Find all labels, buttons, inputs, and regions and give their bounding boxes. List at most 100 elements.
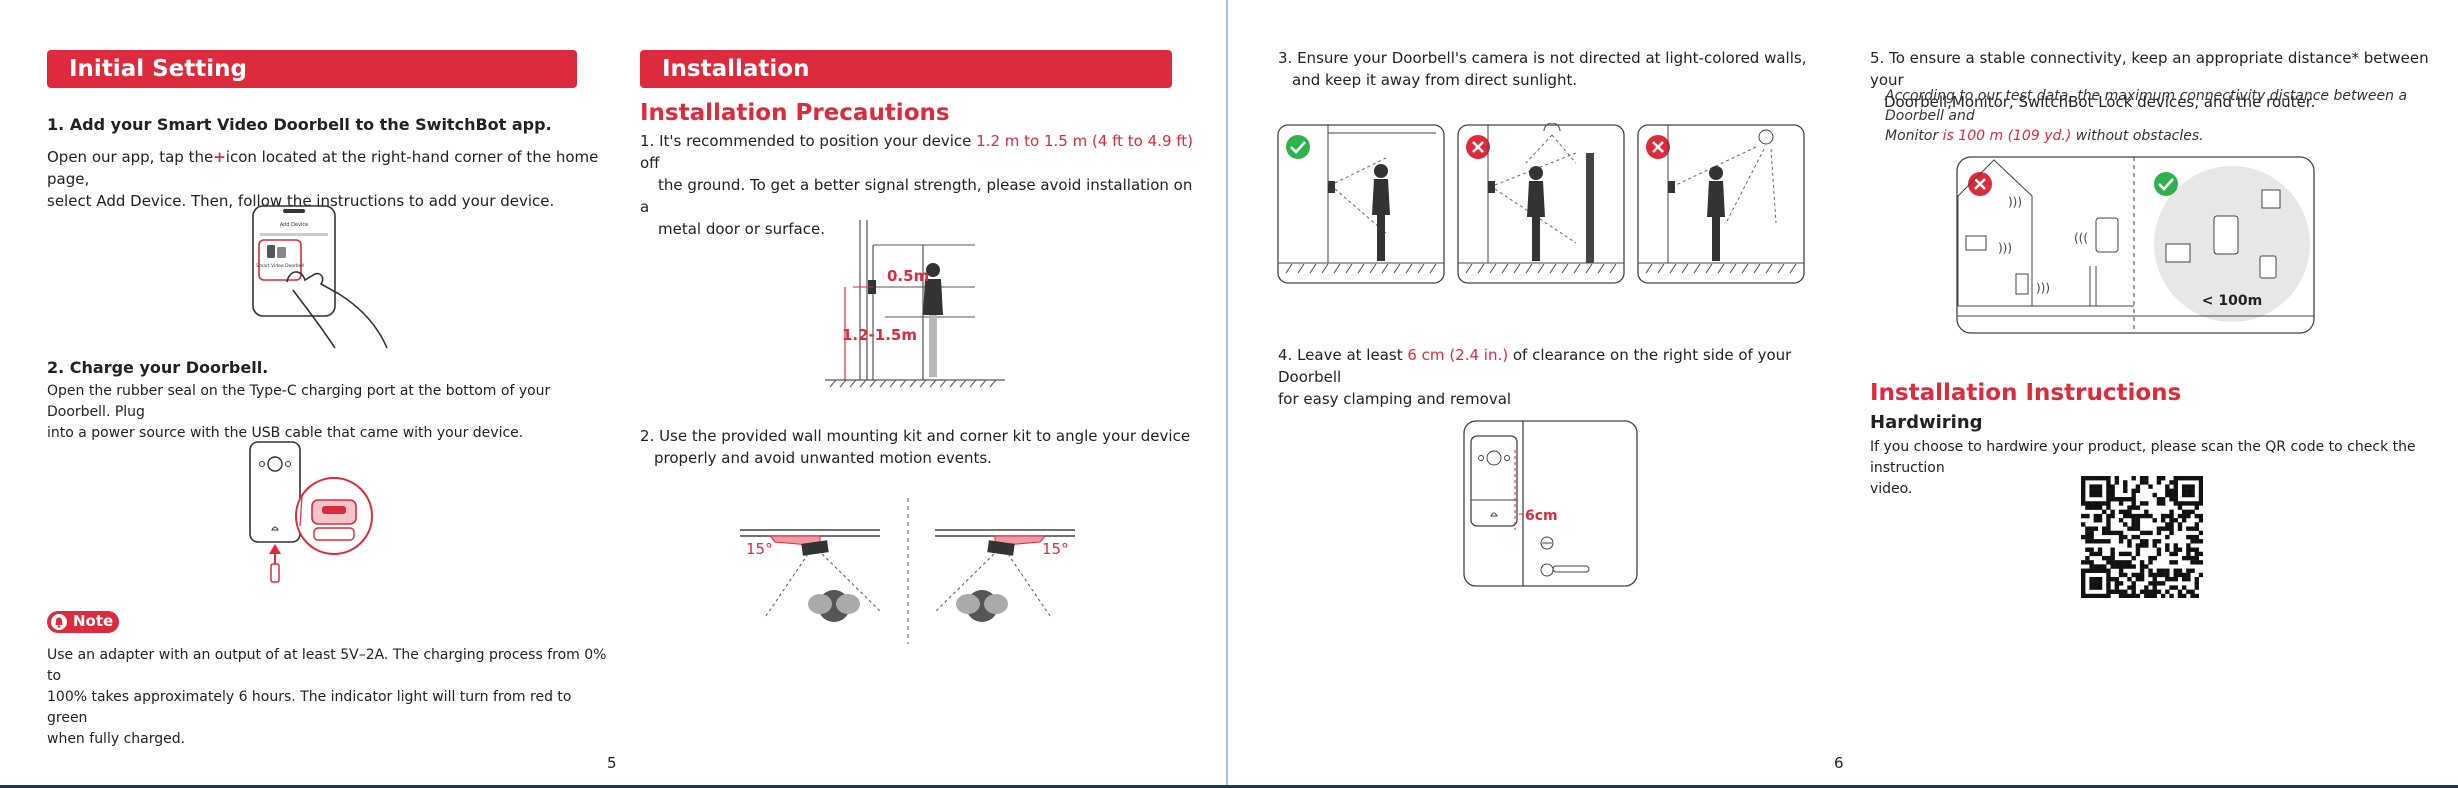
- qr-module: [2089, 484, 2094, 489]
- qr-module: [2194, 539, 2199, 544]
- qr-module: [2169, 488, 2174, 494]
- qr-module: [2102, 501, 2107, 506]
- qr-module: [2156, 526, 2162, 531]
- qr-module: [2089, 551, 2094, 557]
- svg-text:))): ))): [2036, 281, 2050, 295]
- qr-module: [2144, 539, 2149, 544]
- qr-module: [2110, 560, 2115, 565]
- qr-module: [2165, 572, 2170, 578]
- precaution-5-note: According to our test data, the maximum …: [1885, 88, 2408, 144]
- qr-module: [2198, 484, 2203, 489]
- qr-module: [2194, 555, 2199, 561]
- qr-module: [2093, 539, 2099, 544]
- qr-module: [2097, 585, 2103, 590]
- qr-module: [2186, 513, 2191, 519]
- qr-module: [2081, 484, 2086, 489]
- qr-module: [2144, 501, 2149, 506]
- qr-module: [2123, 488, 2128, 494]
- qr-module: [2123, 551, 2128, 557]
- qr-module: [2148, 568, 2153, 573]
- qr-module: [2177, 568, 2183, 573]
- qr-module: [2169, 492, 2174, 498]
- qr-module: [2110, 576, 2115, 582]
- qr-module: [2081, 488, 2086, 494]
- qr-module: [2198, 518, 2203, 523]
- qr-module: [2177, 476, 2183, 481]
- qr-code[interactable]: [2081, 476, 2203, 598]
- qr-module: [2177, 589, 2183, 594]
- qr-module: [2081, 501, 2086, 506]
- qr-module: [2169, 513, 2174, 519]
- qr-module: [2165, 526, 2170, 531]
- qr-module: [2160, 526, 2166, 531]
- qr-module: [2106, 539, 2111, 544]
- qr-module: [2148, 560, 2153, 565]
- qr-module: [2165, 576, 2170, 582]
- qr-module: [2123, 522, 2128, 527]
- qr-module: [2081, 593, 2086, 598]
- qr-module: [2139, 576, 2145, 582]
- qr-module: [2181, 513, 2187, 519]
- qr-module: [2181, 501, 2187, 506]
- scene-light-wall: [1457, 123, 1625, 284]
- qr-module: [2135, 484, 2141, 489]
- qr-module: [2186, 555, 2191, 561]
- qr-module: [2093, 581, 2099, 586]
- qr-module: [2102, 568, 2107, 573]
- qr-module: [2110, 530, 2115, 536]
- qr-module: [2106, 530, 2111, 536]
- qr-module: [2139, 530, 2145, 536]
- qr-module: [2135, 547, 2141, 552]
- qr-module: [2093, 593, 2099, 598]
- qr-module: [2139, 568, 2145, 573]
- qr-module: [2190, 476, 2195, 481]
- qr-module: [2135, 593, 2141, 598]
- qr-module: [2181, 484, 2187, 489]
- qr-module: [2194, 505, 2199, 510]
- precaution-5-text: 5. To ensure a stable connectivity, keep…: [1870, 49, 2429, 111]
- qr-module: [2089, 530, 2094, 536]
- qr-module: [2194, 547, 2199, 552]
- qr-module: [2118, 539, 2124, 544]
- scene-sunlight: [1637, 124, 1805, 284]
- qr-module: [2152, 576, 2157, 582]
- qr-module: [2169, 518, 2174, 523]
- qr-module: [2131, 526, 2136, 531]
- qr-module: [2093, 518, 2099, 523]
- qr-module: [2106, 555, 2111, 561]
- qr-module: [2114, 581, 2120, 586]
- qr-module: [2114, 560, 2120, 565]
- qr-module: [2081, 492, 2086, 498]
- qr-module: [2139, 589, 2145, 594]
- precaution-3-text: 3. Ensure your Doorbell's camera is not …: [1278, 49, 1807, 89]
- qr-module: [2127, 526, 2132, 531]
- qr-module: [2177, 526, 2183, 531]
- qr-module: [2144, 480, 2149, 485]
- qr-module: [2097, 593, 2103, 598]
- qr-module: [2165, 522, 2170, 527]
- qr-module: [2160, 568, 2166, 573]
- qr-module: [2081, 476, 2086, 481]
- router-icon: [1965, 235, 1987, 251]
- qr-module: [2144, 564, 2149, 569]
- qr-module: [2123, 560, 2128, 565]
- qr-module: [2081, 572, 2086, 578]
- qr-module: [2156, 530, 2162, 536]
- qr-module: [2110, 513, 2115, 519]
- qr-module: [2186, 484, 2191, 489]
- qr-module: [2152, 581, 2157, 586]
- qr-module: [2198, 572, 2203, 578]
- qr-module: [2085, 568, 2090, 573]
- qr-module: [2081, 581, 2086, 586]
- qr-module: [2139, 560, 2145, 565]
- qr-module: [2139, 564, 2145, 569]
- qr-module: [2110, 589, 2115, 594]
- charging-illustration: [249, 441, 373, 583]
- qr-module: [2144, 593, 2149, 598]
- qr-module: [2089, 476, 2094, 481]
- qr-module: [2089, 547, 2094, 552]
- qr-module: [2194, 513, 2199, 519]
- qr-module: [2181, 492, 2187, 498]
- qr-module: [2106, 497, 2111, 502]
- qr-module: [2131, 534, 2136, 540]
